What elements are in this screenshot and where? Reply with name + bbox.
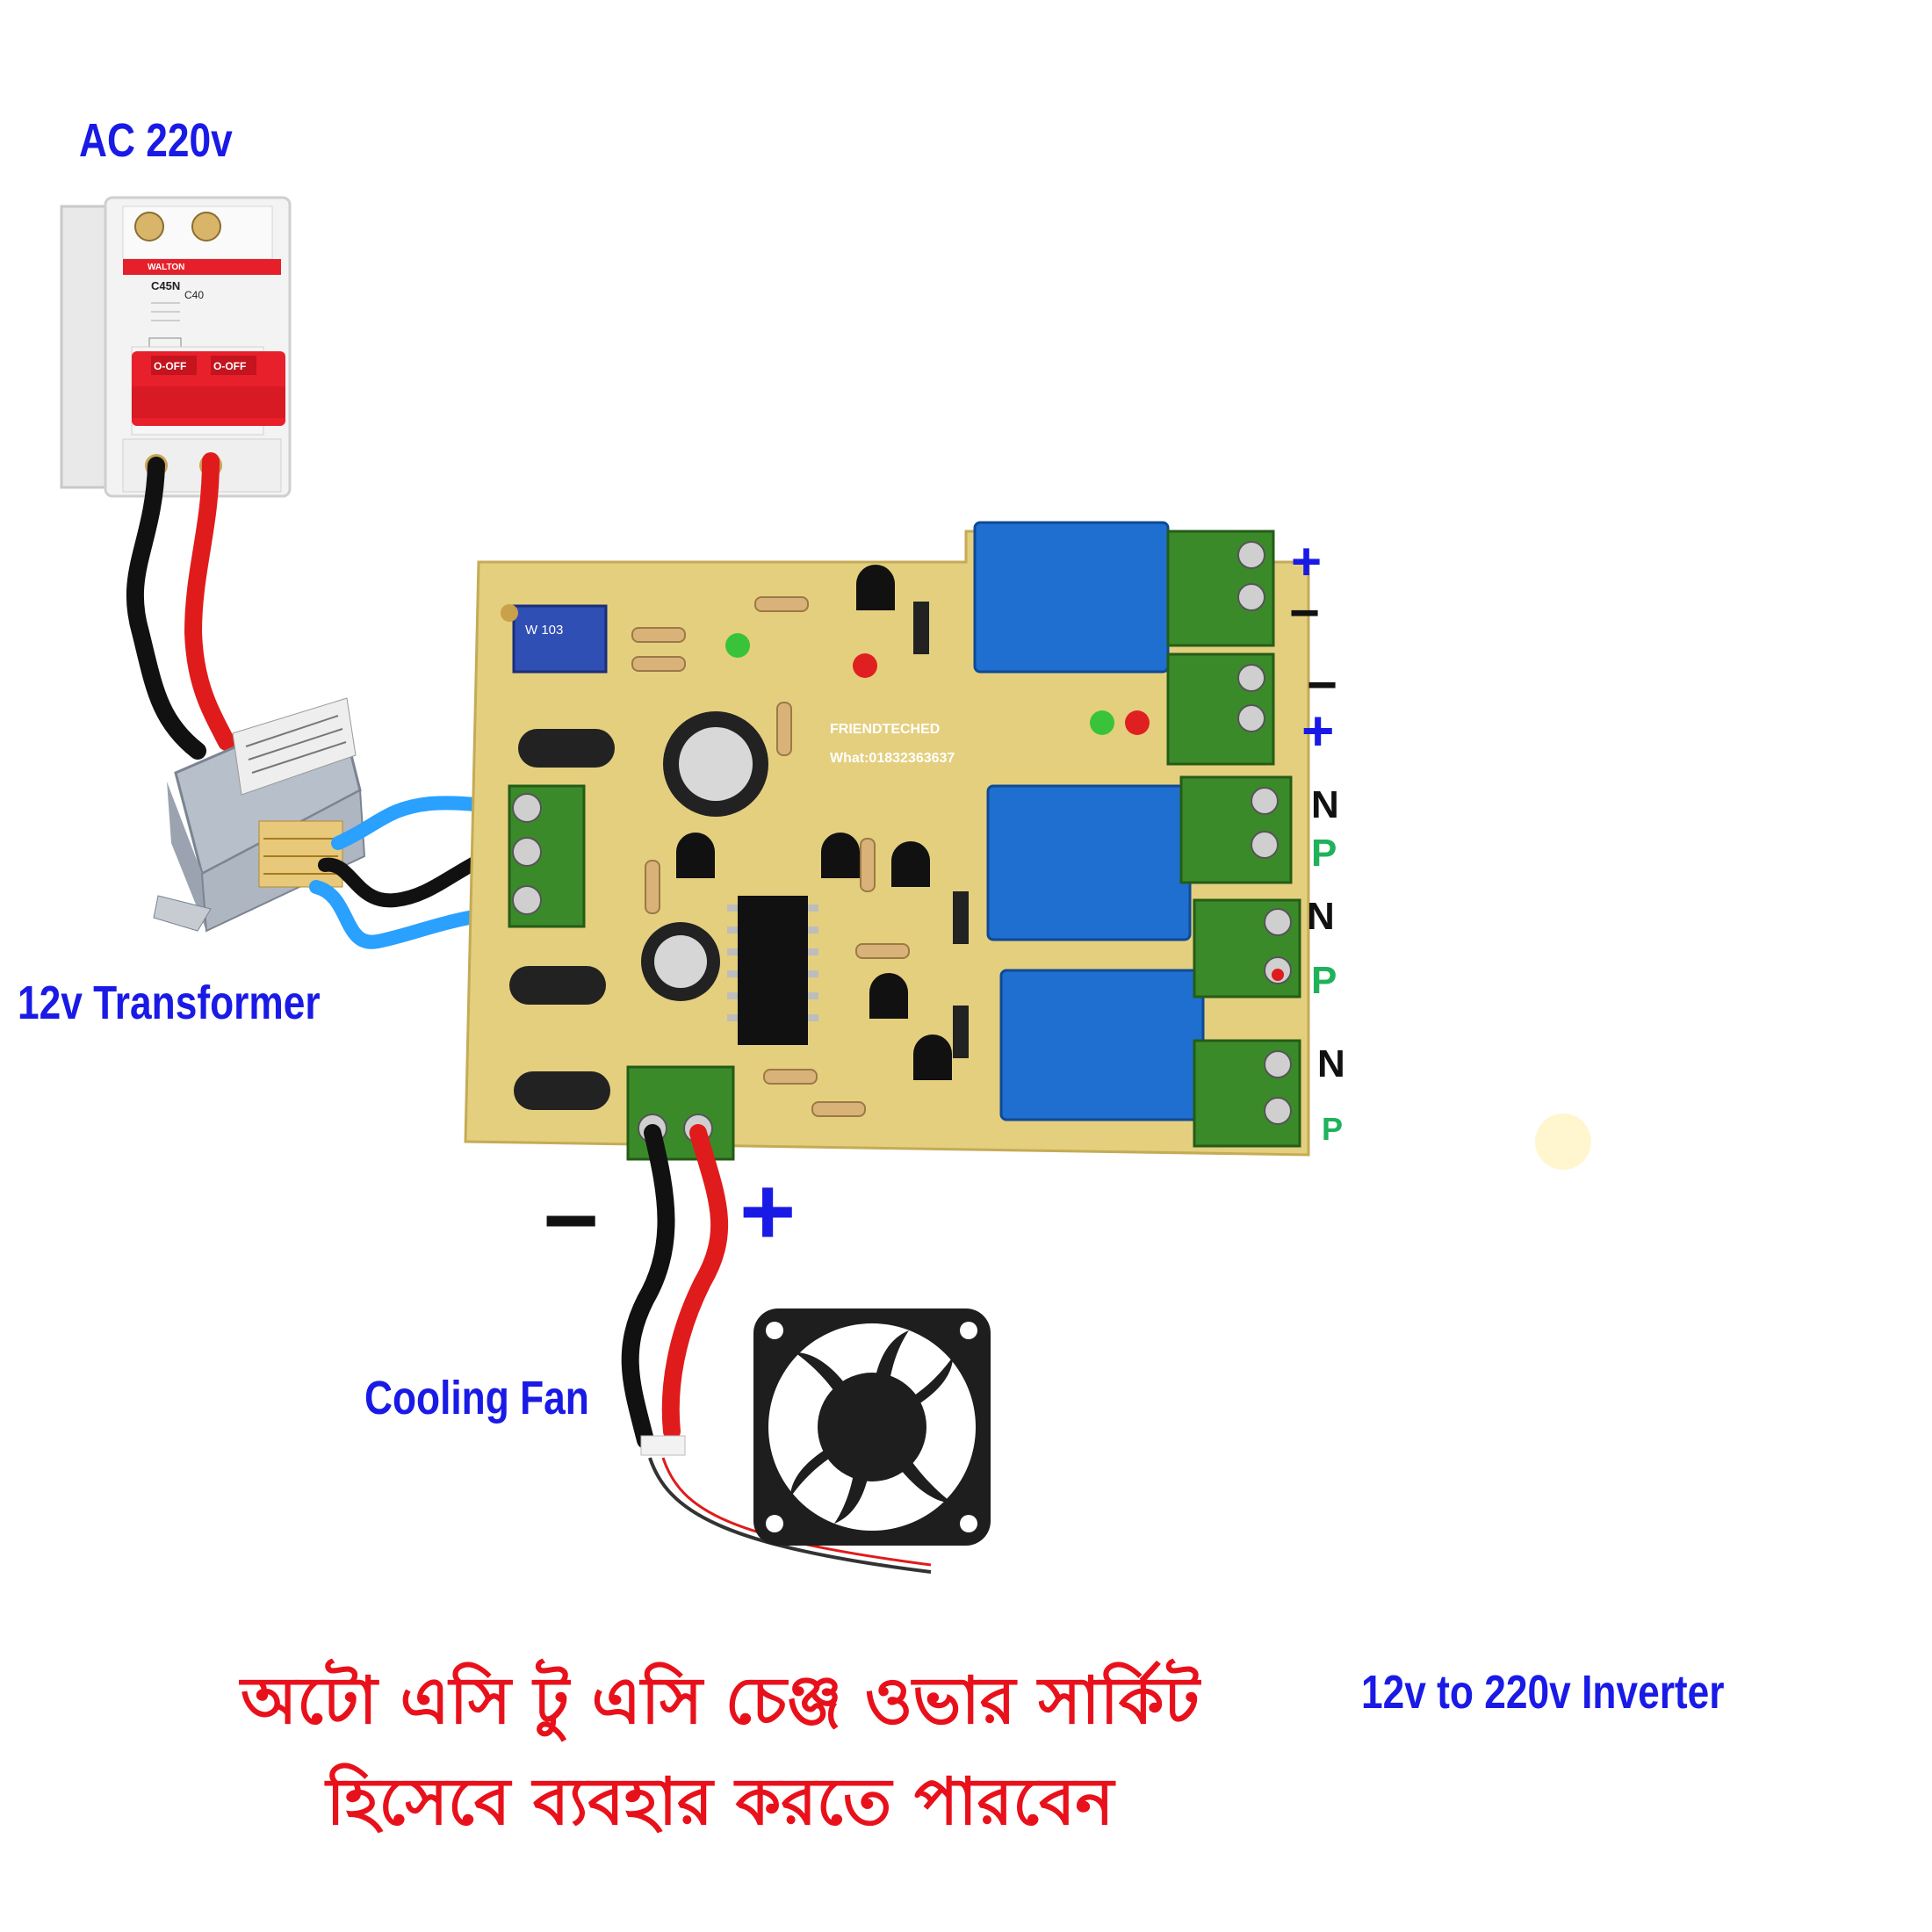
pcb-brand-text: FRIENDTECHED xyxy=(830,722,940,737)
breaker-rating: C40 xyxy=(184,289,204,301)
caption-line-1: অটো এসি টু এসি চেঞ্জ ওভার সার্কিট xyxy=(241,1663,1200,1739)
breaker-switch-text-1: O-OFF xyxy=(154,360,186,372)
relay-1 xyxy=(973,521,1170,674)
transformer-label: 12v Transformer xyxy=(18,977,321,1029)
breaker-brand: WALTON xyxy=(148,263,184,272)
relay-3 xyxy=(999,969,1205,1121)
fan-minus-sign: − xyxy=(543,1166,600,1274)
terminal-block-battery-1 xyxy=(1166,530,1275,647)
fan-wire-black xyxy=(621,1124,675,1449)
terminal-block-ac-2 xyxy=(1193,898,1301,998)
fan-plus-sign: + xyxy=(739,1157,797,1265)
pcb-board: W 103 xyxy=(464,521,1310,1161)
battery-1-plus-sign: + xyxy=(1291,532,1323,591)
ac-wire-black xyxy=(126,457,206,760)
battery-1-minus-sign: − xyxy=(1289,583,1321,642)
terminal-block-ac-1 xyxy=(1179,775,1293,884)
fan-wire-red xyxy=(661,1124,729,1440)
terminal-block-battery-2 xyxy=(1166,652,1275,766)
pcb-contact-text: What:01832363637 xyxy=(830,751,955,766)
ac-supply-label: AC 220v xyxy=(79,114,233,167)
breaker-toggle: O-OFF O-OFF xyxy=(132,351,285,426)
relay-2 xyxy=(986,784,1192,941)
input-terminal-block xyxy=(508,784,586,928)
ac-1-neutral-label: N xyxy=(1311,783,1339,826)
cooling-fan xyxy=(753,1308,991,1546)
battery-2-minus-sign: − xyxy=(1307,655,1338,714)
battery-2-plus-sign: + xyxy=(1301,699,1335,762)
breaker-model: C45N xyxy=(151,279,180,292)
ac-wire-red xyxy=(184,452,235,751)
ac-2-phase-label: P xyxy=(1311,959,1337,1002)
pot-label: W 103 xyxy=(525,623,563,638)
ac-2-neutral-label: N xyxy=(1307,895,1335,938)
transformer xyxy=(153,697,366,933)
ac-1-phase-label: P xyxy=(1311,832,1337,875)
ac-3-phase-label: P xyxy=(1322,1111,1344,1147)
inverter-label: 12v to 220v Inverter xyxy=(1361,1666,1725,1719)
circuit-breaker: WALTON C45N C40 O-OFF O-OFF xyxy=(60,196,292,498)
ac-3-neutral-label: N xyxy=(1317,1042,1345,1085)
terminal-block-ac-3 xyxy=(1193,1039,1301,1148)
caption-line-2: হিসেবে ব্যবহার করতে পারবেন xyxy=(326,1764,1114,1840)
breaker-switch-text-2: O-OFF xyxy=(213,360,246,372)
cooling-fan-label: Cooling Fan xyxy=(364,1372,589,1424)
fan-terminal-block xyxy=(626,1065,735,1161)
